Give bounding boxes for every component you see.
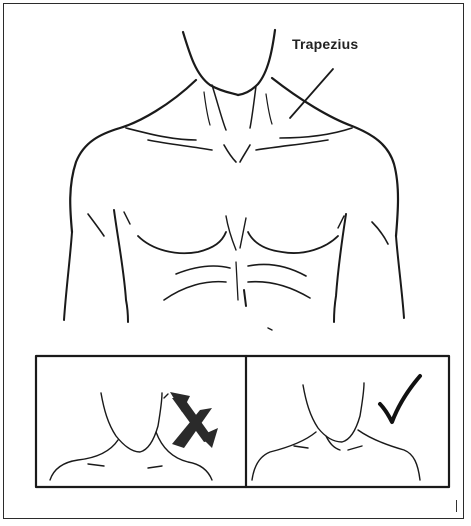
cross-mark-icon bbox=[170, 392, 218, 448]
panel-border bbox=[36, 356, 449, 487]
torso-sides bbox=[64, 210, 404, 322]
edge-tick bbox=[456, 500, 457, 512]
trapezius-label: Trapezius bbox=[292, 36, 358, 52]
abdomen-lines bbox=[164, 262, 310, 330]
clavicle-lines bbox=[148, 140, 328, 162]
comparison-panels bbox=[36, 356, 449, 487]
shoulder-outline bbox=[70, 78, 398, 236]
trapezius-pointer bbox=[290, 69, 333, 118]
correct-posture-sketch bbox=[252, 383, 420, 480]
check-mark-icon bbox=[380, 376, 420, 422]
pectoral-lines bbox=[138, 216, 338, 253]
